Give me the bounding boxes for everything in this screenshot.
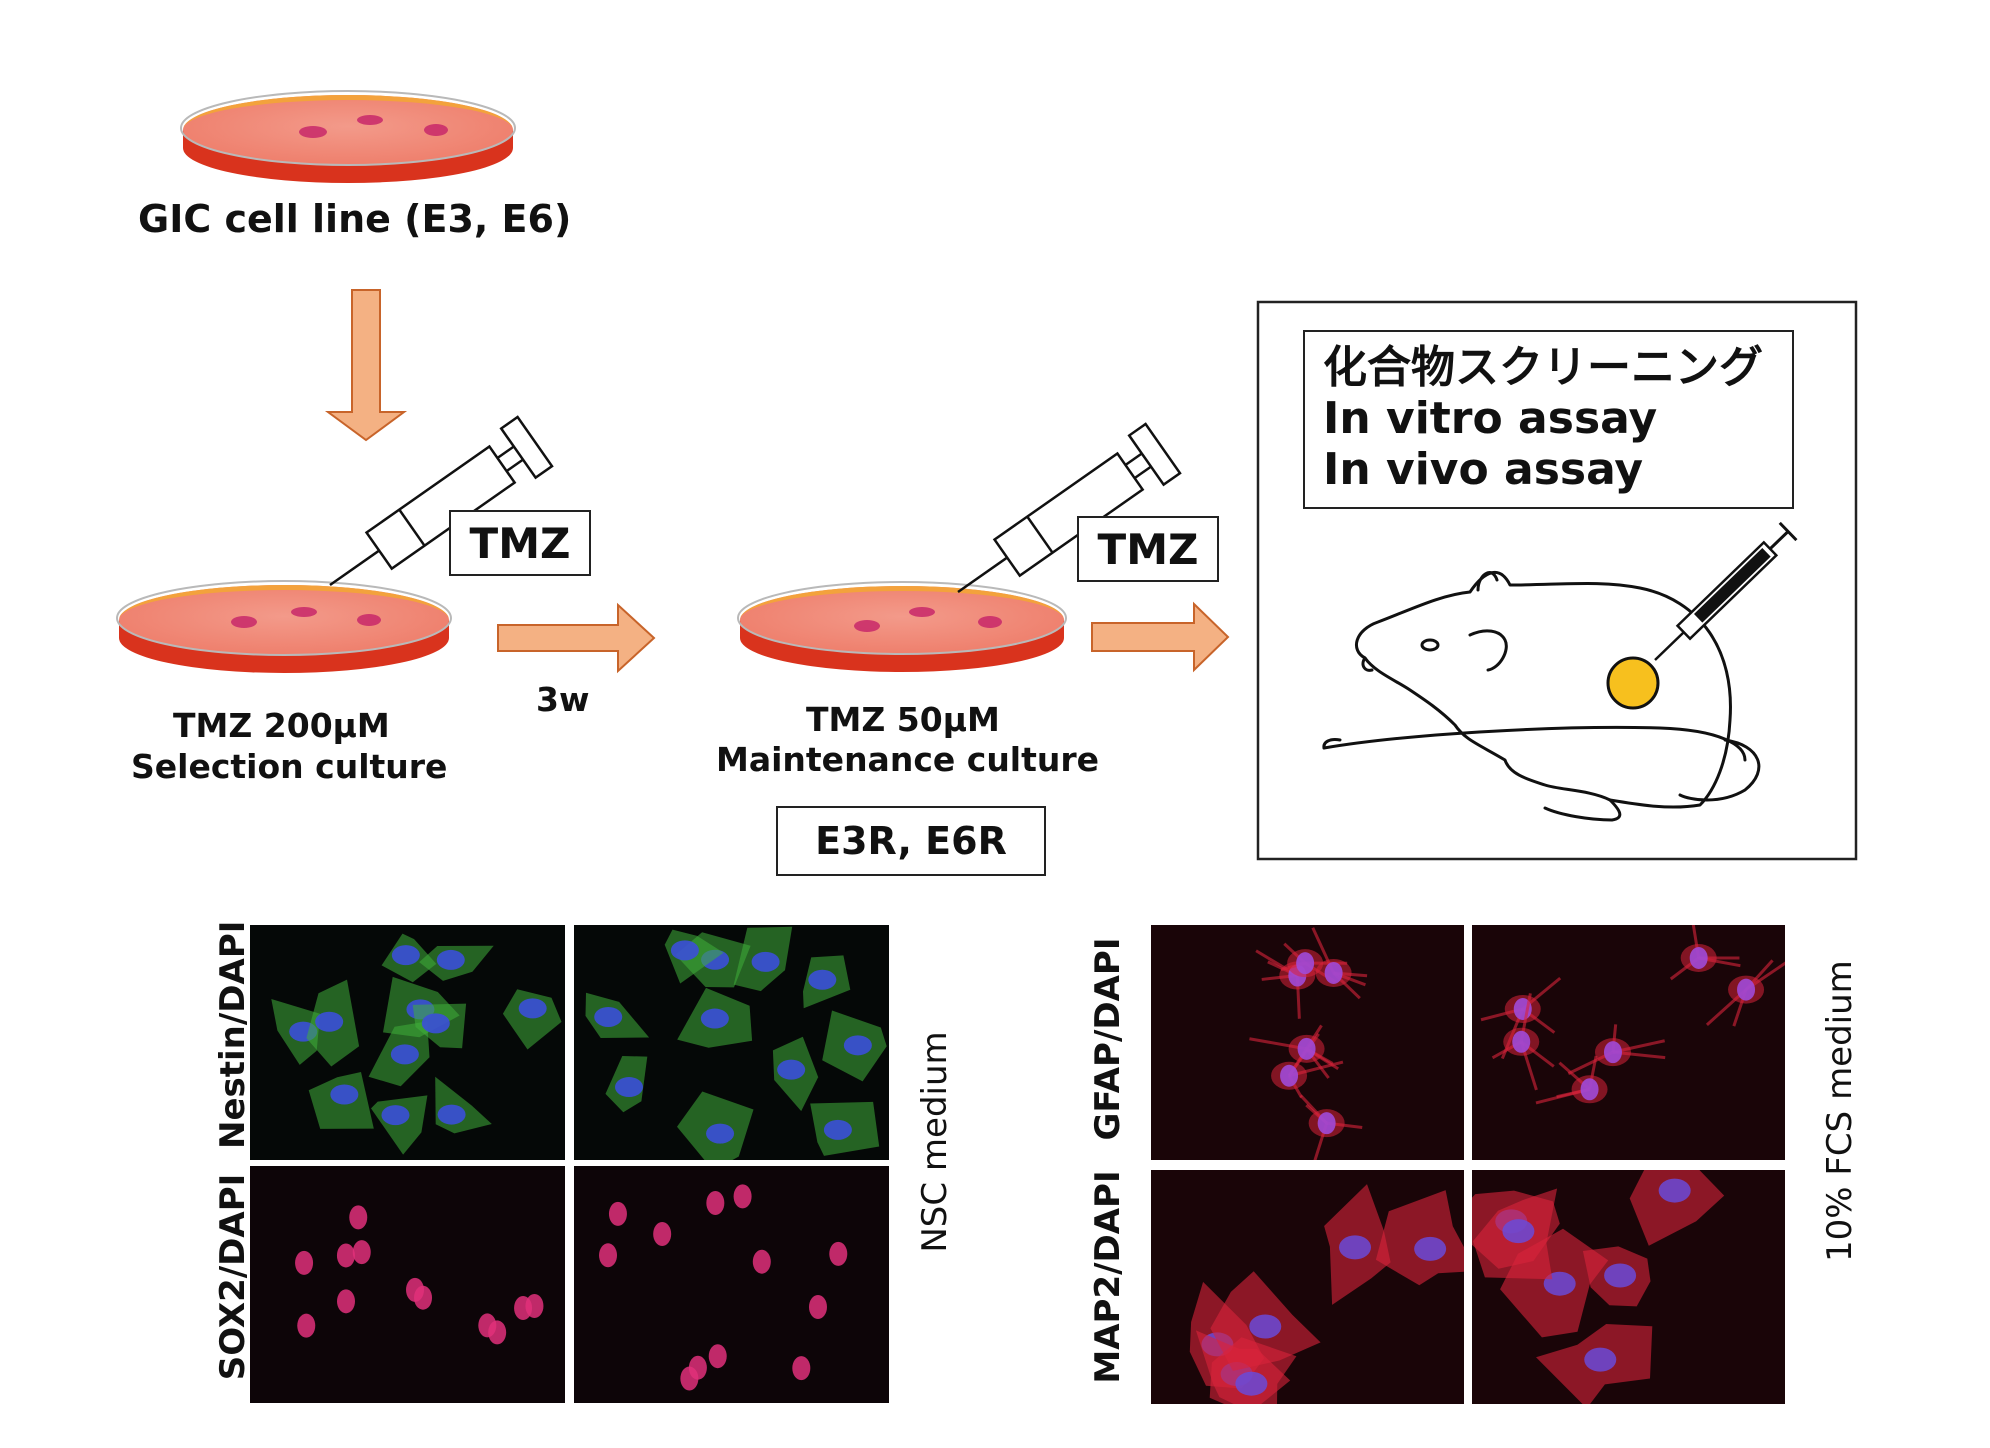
syringe-icon: [1654, 521, 1798, 661]
micrograph-nestin-e6r: [574, 925, 889, 1160]
assay-line-in-vitro: In vitro assay: [1323, 393, 1658, 444]
assay-line-screening: 化合物スクリーニング: [1323, 342, 1763, 393]
cell-icon: [231, 607, 381, 628]
culture-dish-maintenance: [737, 581, 1067, 672]
tmz-label: TMZ: [1097, 524, 1199, 574]
resistant-lines-label: E3R, E6R: [815, 819, 1007, 863]
maintenance-name-label: Maintenance culture: [716, 740, 1100, 779]
arrow-right: [497, 602, 656, 674]
micrograph-map2-e3r: [1151, 1170, 1464, 1404]
selection-conc-label: TMZ 200μM: [173, 706, 390, 745]
cell-icon: [299, 115, 448, 138]
micrograph-sox2-e3r: [250, 1166, 565, 1403]
micrograph-nestin-e3r: [250, 925, 565, 1160]
row-label-gfap: GFAP/DAPI: [1088, 937, 1128, 1141]
condition-label-nsc: NSC medium: [915, 1031, 955, 1253]
micrograph-map2-e6r: [1472, 1170, 1785, 1404]
assay-frame: [1256, 300, 1858, 861]
arrow-right: [1091, 601, 1230, 673]
row-label-map2: MAP2/DAPI: [1088, 1170, 1128, 1384]
mouse-icon: [1322, 570, 1761, 822]
micrograph-panels: [250, 925, 1785, 1404]
tmz-label: TMZ: [469, 518, 571, 568]
tmz-box-1: TMZ: [449, 510, 591, 576]
tumor-icon: [1606, 656, 1660, 710]
duration-label: 3w: [536, 680, 590, 719]
parent-line-label: GIC cell line (E3, E6): [138, 197, 572, 241]
micrograph-sox2-e6r: [574, 1166, 889, 1403]
assay-list-box: 化合物スクリーニング In vitro assay In vivo assay: [1303, 330, 1794, 509]
tmz-box-2: TMZ: [1077, 516, 1219, 582]
selection-name-label: Selection culture: [131, 747, 448, 786]
row-label-sox2: SOX2/DAPI: [213, 1173, 253, 1381]
cell-icon: [854, 607, 1002, 632]
culture-dish-parent: [180, 90, 516, 183]
maintenance-conc-label: TMZ 50μM: [806, 700, 1000, 739]
condition-label-fcs: 10% FCS medium: [1820, 960, 1860, 1262]
culture-dish-selection: [116, 580, 452, 673]
arrow-down: [324, 289, 408, 442]
micrograph-gfap-e6r: [1472, 925, 1785, 1160]
resistant-lines-box: E3R, E6R: [776, 806, 1046, 876]
assay-line-in-vivo: In vivo assay: [1323, 444, 1644, 495]
micrograph-gfap-e3r: [1151, 925, 1464, 1160]
row-label-nestin: Nestin/DAPI: [213, 920, 253, 1149]
syringe-icon: [329, 415, 554, 587]
